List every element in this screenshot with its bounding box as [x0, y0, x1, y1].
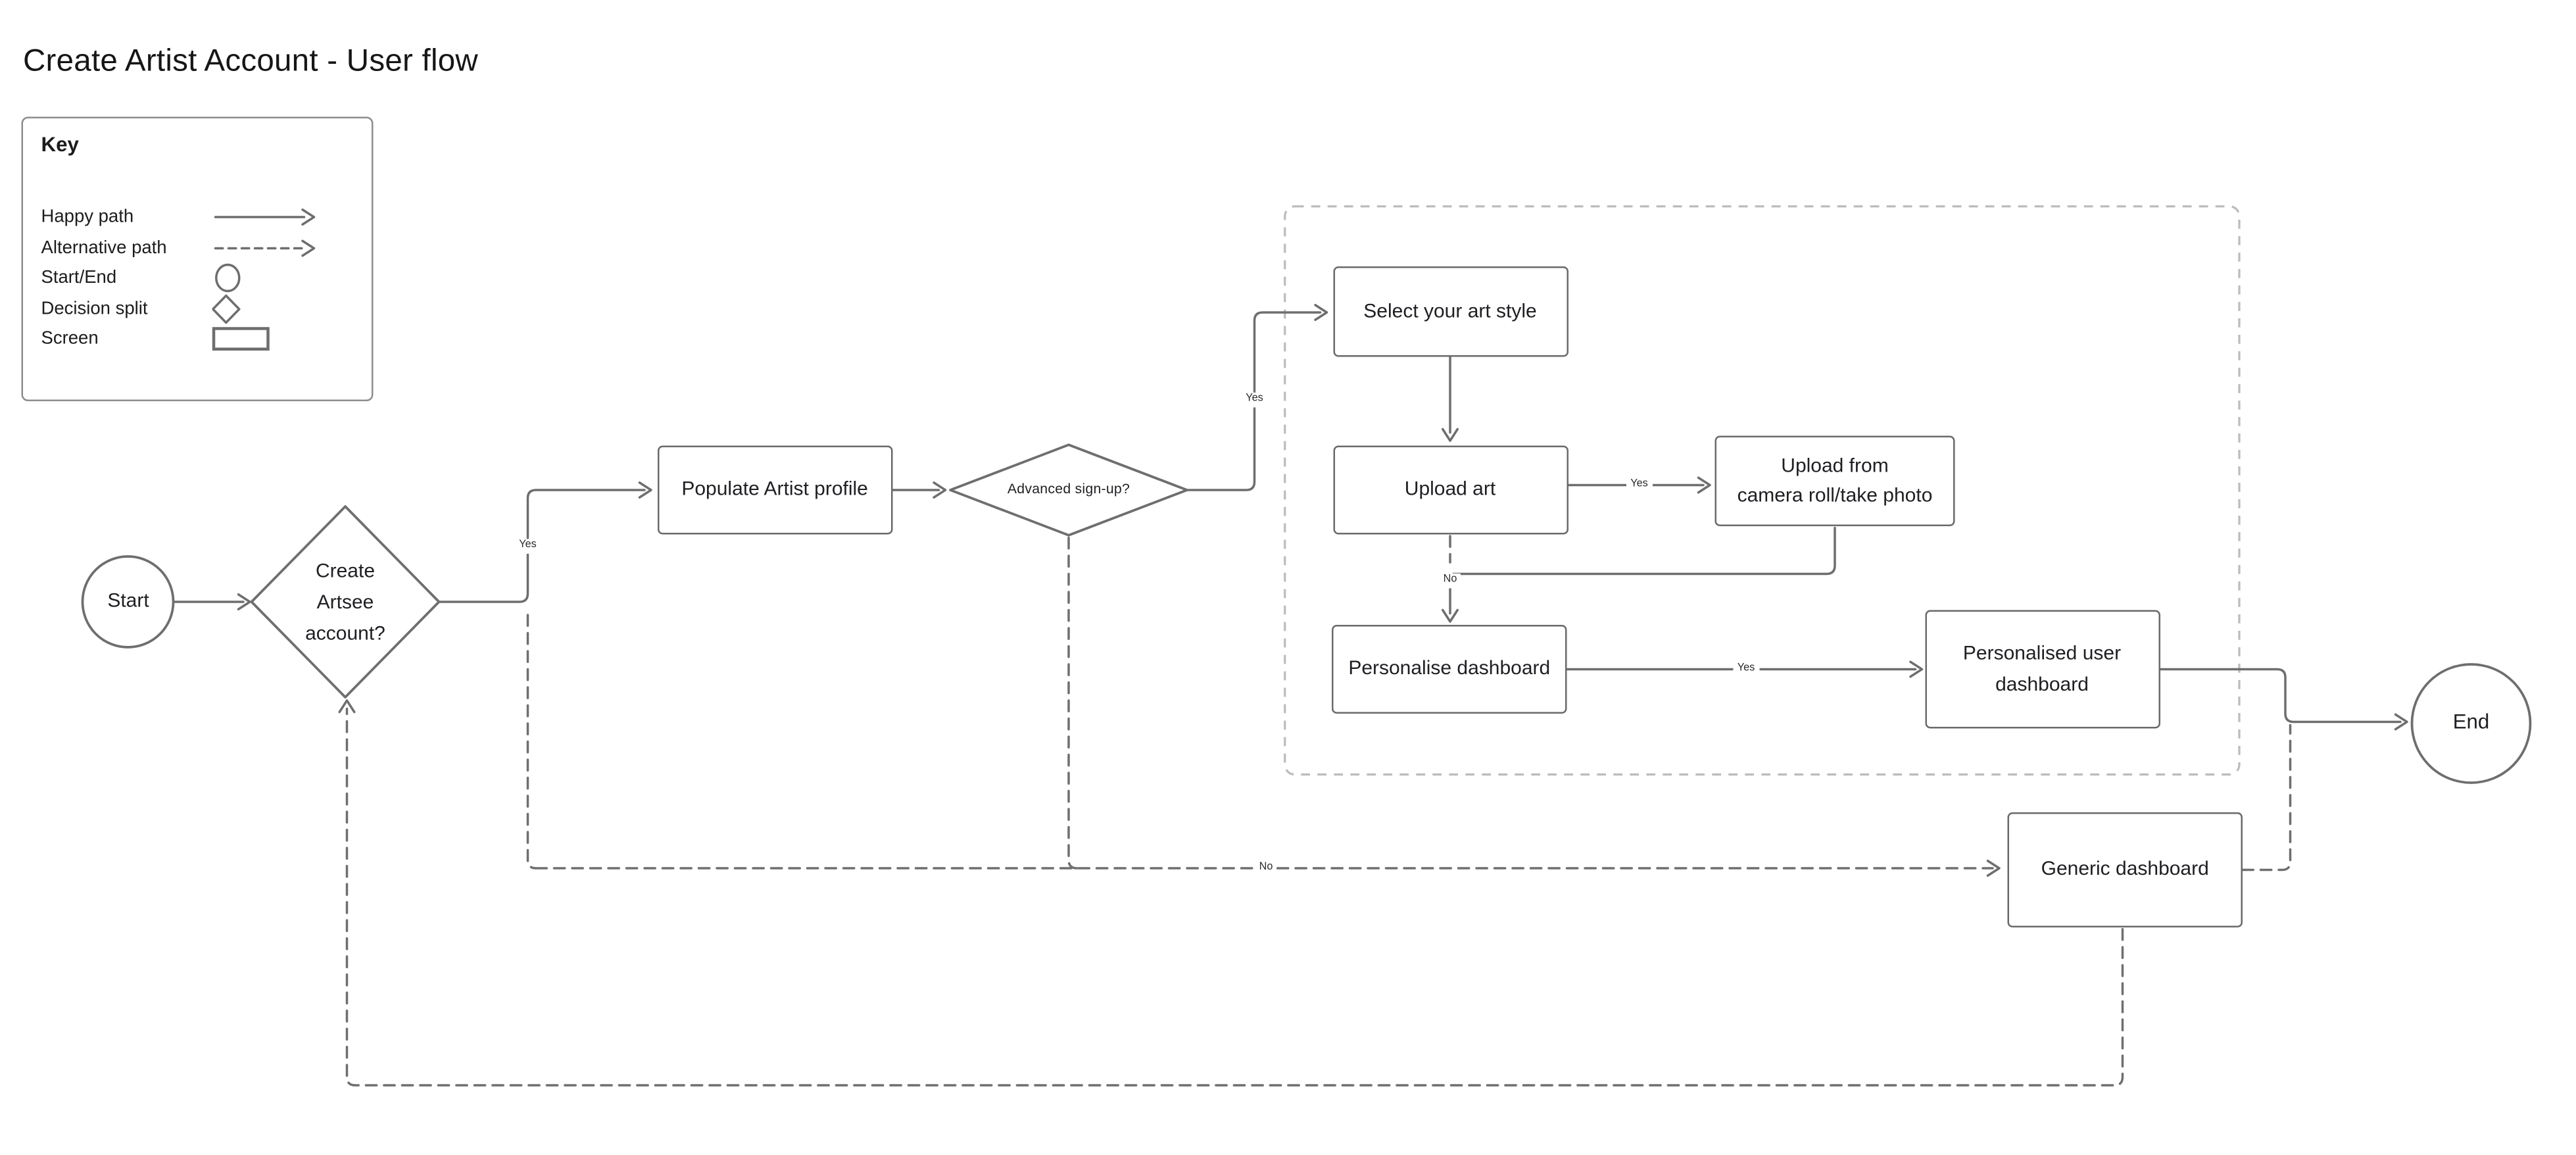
key-label: Screen: [41, 328, 99, 349]
node-upload-from-camera: Upload from camera roll/take photo: [1714, 435, 1955, 526]
edge-label-advanced-no: No: [1255, 861, 1277, 875]
key-row-screen: Screen: [23, 324, 372, 354]
create-account-decision-label: Create Artsee account?: [252, 556, 439, 650]
end-terminator: [2410, 663, 2532, 784]
create-account-decision-diamond: [250, 505, 441, 699]
screens-group-container: [1284, 205, 2241, 776]
node-line: camera roll/take photo: [1737, 482, 1933, 506]
solid-arrow-icon: [214, 209, 316, 226]
key-panel: Key Happy path Alternative path: [21, 116, 374, 401]
key-label: Alternative path: [41, 237, 167, 258]
start-label: Start: [107, 589, 149, 612]
edge-label-advanced-yes: Yes: [1241, 392, 1268, 407]
key-rows: Happy path Alternative path: [23, 203, 372, 354]
screen-rect-icon: [212, 327, 270, 351]
decision-diamond-icon: [212, 293, 241, 324]
start-end-circle-icon: [215, 263, 241, 293]
node-select-art-style: Select your art style: [1332, 266, 1568, 357]
key-label: Start/End: [41, 268, 117, 288]
edge-label-personalise-yes: Yes: [1733, 662, 1759, 677]
page-title: Create Artist Account - User flow: [23, 44, 478, 80]
arrowheads: [237, 304, 2408, 877]
decision-line: account?: [305, 622, 385, 645]
node-populate-artist-profile: Populate Artist profile: [656, 445, 893, 535]
node-personalised-user-dashboard: Personalised user dashboard: [1924, 610, 2160, 729]
decision-line: Create: [315, 559, 376, 582]
flow-shapes: [81, 443, 2532, 784]
decision-line: Artsee: [316, 590, 374, 614]
key-row-happy-path: Happy path: [23, 203, 372, 233]
key-row-start-end: Start/End: [23, 263, 372, 293]
start-terminator: [81, 555, 175, 649]
node-line: Upload from: [1781, 454, 1889, 478]
advanced-signup-decision-label: Advanced sign-up?: [1007, 480, 1130, 497]
key-row-alternative-path: Alternative path: [23, 233, 372, 263]
node-generic-dashboard: Generic dashboard: [2007, 812, 2243, 927]
node-personalise-dashboard: Personalise dashboard: [1332, 625, 1567, 714]
node-line: dashboard: [1995, 672, 2089, 696]
edge-label-create-yes: Yes: [514, 539, 541, 553]
node-upload-art: Upload art: [1332, 445, 1568, 535]
key-row-decision-split: Decision split: [23, 293, 372, 324]
advanced-signup-decision-diamond: [949, 443, 1188, 537]
node-line: Personalised user: [1962, 641, 2122, 665]
key-label: Happy path: [41, 207, 134, 228]
key-label: Decision split: [41, 298, 148, 318]
edge-label-upload-yes: Yes: [1626, 478, 1653, 493]
key-heading: Key: [41, 133, 79, 157]
end-label: End: [2452, 710, 2490, 733]
dashed-arrow-icon: [214, 239, 316, 257]
edge-label-upload-no: No: [1439, 573, 1461, 588]
